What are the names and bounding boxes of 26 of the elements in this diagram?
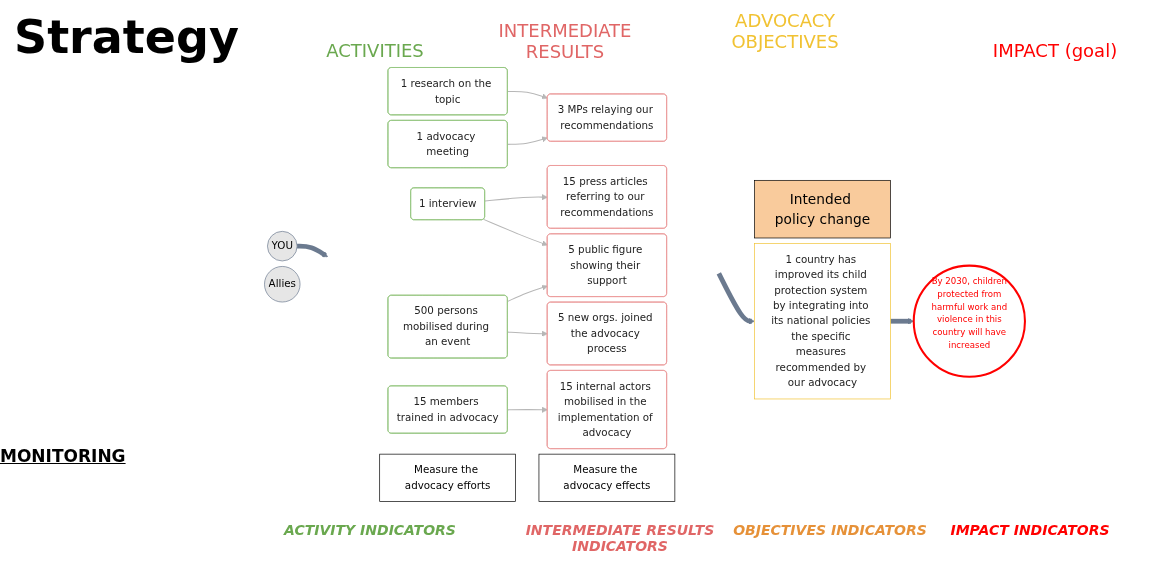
indicator-label: INTERMEDIATE RESULTS INDICATORS — [524, 522, 716, 554]
indicator-label: ACTIVITY INDICATORS — [282, 522, 457, 538]
arrow — [716, 272, 756, 325]
column-heading: IMPACT (goal) — [991, 40, 1119, 61]
arrow — [507, 90, 549, 100]
indicator-label: OBJECTIVES INDICATORS — [732, 522, 928, 538]
arrow — [483, 218, 549, 247]
arrow — [507, 406, 549, 413]
indicator-label: IMPACT INDICATORS — [949, 522, 1111, 538]
arrow — [890, 318, 915, 325]
node-box: Measure the advocacy efforts — [379, 453, 517, 502]
section-heading: MONITORING — [0, 446, 126, 466]
node-box: 1 country has improved its child protection system by integrating into its national policies the specific measures recommended by our advocacy — [754, 243, 892, 400]
node-circle: YOU — [267, 231, 298, 262]
arrow — [507, 330, 549, 337]
arrow — [507, 136, 549, 145]
node-box: Intended policy change — [754, 180, 892, 239]
column-heading: INTERMEDIATE RESULTS — [497, 20, 633, 62]
column-heading: ACTIVITIES — [325, 40, 425, 61]
arrow — [507, 284, 549, 302]
arrow — [297, 243, 329, 258]
column-heading: ADVOCACY OBJECTIVES — [730, 10, 840, 52]
title: Strategy — [14, 10, 239, 64]
node-circle: Allies — [264, 266, 301, 303]
node-box: Measure the advocacy effects — [538, 453, 676, 502]
arrow — [484, 194, 549, 202]
